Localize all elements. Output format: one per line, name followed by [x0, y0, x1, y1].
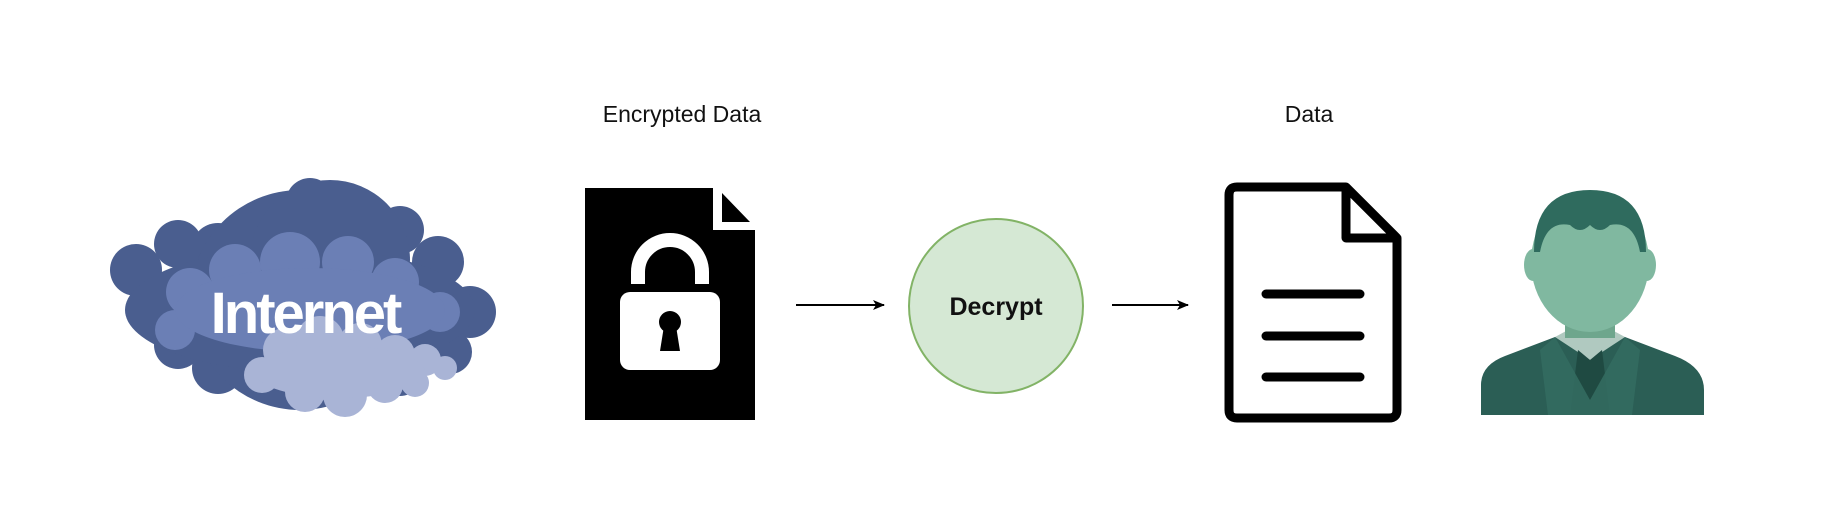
- decrypt-node: Decrypt: [908, 218, 1084, 394]
- cloud-label: Internet: [211, 281, 402, 346]
- decrypt-label: Decrypt: [949, 293, 1043, 321]
- internet-cloud-icon: Internet: [110, 178, 496, 417]
- document-icon: [1224, 182, 1402, 423]
- cloud-light-layer: [244, 316, 457, 417]
- user-icon: [1481, 190, 1704, 415]
- decrypt-circle: [908, 218, 1084, 394]
- encrypted-data-label: Encrypted Data: [603, 101, 762, 127]
- data-label: Data: [1285, 101, 1334, 127]
- locked-file-icon: [585, 188, 755, 420]
- cloud-mid-layer: [155, 232, 460, 352]
